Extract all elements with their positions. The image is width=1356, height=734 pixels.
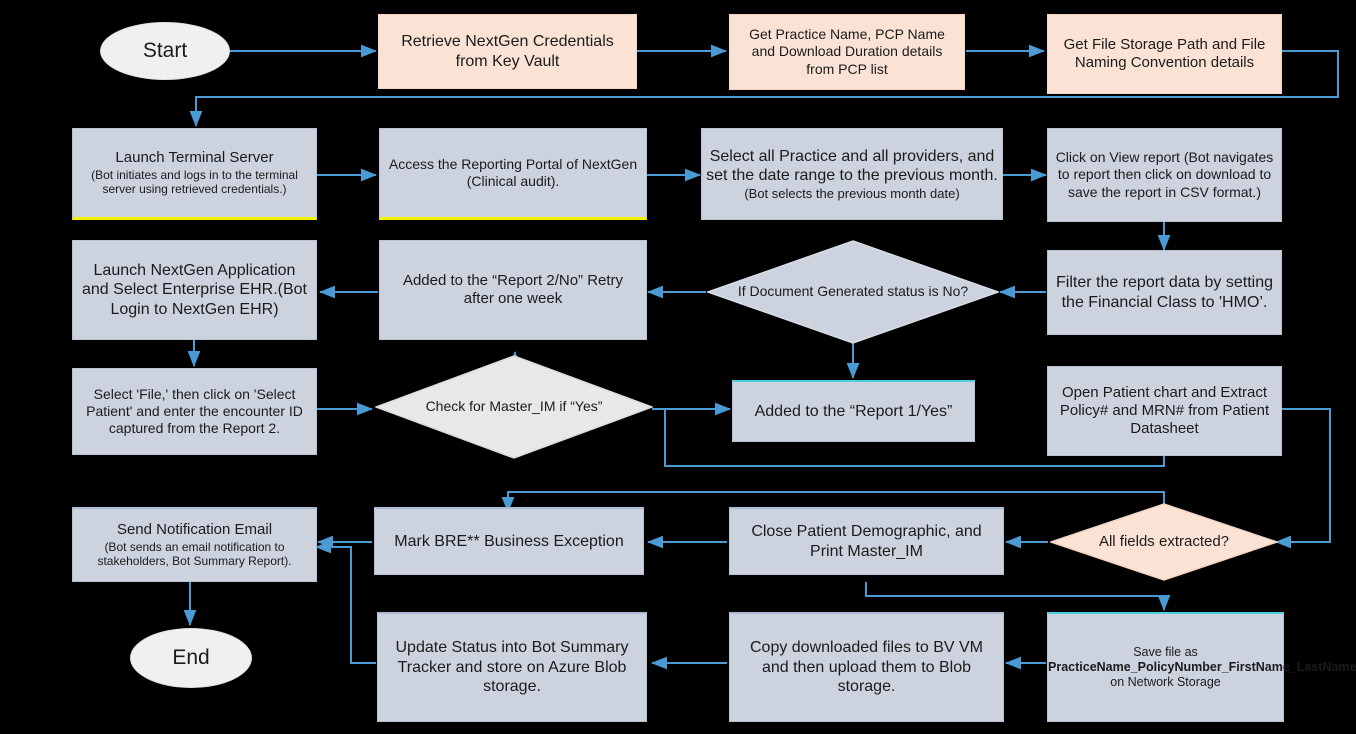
node-close-patient-demographic-label: Close Patient Demographic, and Print Mas… [751,522,982,560]
node-report2-no-retry[interactable]: Added to the “Report 2/No” Retry after o… [379,240,647,340]
node-send-notification-email-title: Send Notification Email [116,521,273,539]
node-mark-bre-label: Mark BRE** Business Exception [394,532,624,550]
node-access-reporting-portal[interactable]: Access the Reporting Portal of NextGen (… [379,128,647,220]
node-launch-nextgen-app-label: Launch NextGen Application and Select En… [82,261,307,318]
node-mark-bre[interactable]: Mark BRE** Business Exception [374,507,644,575]
link-updatestatus-to-email [315,540,376,664]
node-send-notification-email-note: (Bot sends an email notification to stak… [97,539,292,569]
node-save-file-as[interactable]: Save file as PracticeName_PolicyNumber_F… [1047,612,1356,722]
node-copy-downloaded-files-label: Copy downloaded files to BV VM and then … [749,639,983,696]
node-end-label: End [172,646,210,670]
node-filter-report[interactable]: Filter the report data by setting the Fi… [1047,250,1282,335]
node-open-patient-chart[interactable]: Open Patient chart and Extract Policy# a… [1047,366,1282,456]
node-select-file-patient-label: Select 'File,' then click on 'Select Pat… [86,385,303,437]
node-save-file-as-suffix: on Network Storage [1110,675,1221,690]
node-close-patient-demographic[interactable]: Close Patient Demographic, and Print Mas… [729,507,1004,575]
node-send-notification-email[interactable]: Send Notification Email (Bot sends an em… [72,507,317,582]
node-report1-yes-label: Added to the “Report 1/Yes” [754,402,953,420]
node-click-view-report-label: Click on View report (Bot navigates to r… [1055,149,1274,200]
node-launch-terminal-server-title: Launch Terminal Server [115,149,274,167]
node-check-master-im[interactable]: Check for Master_IM if “Yes” [373,355,655,459]
node-open-patient-chart-label: Open Patient chart and Extract Policy# a… [1059,383,1270,438]
node-retrieve-credentials[interactable]: Retrieve NextGen Credentials from Key Va… [378,14,637,89]
node-launch-terminal-server-note: (Bot initiates and logs in to the termin… [91,167,298,197]
node-start-label: Start [142,39,188,63]
node-select-practice[interactable]: Select all Practice and all providers, a… [701,128,1003,220]
node-retrieve-credentials-label: Retrieve NextGen Credentials from Key Va… [401,32,614,70]
node-launch-terminal-server[interactable]: Launch Terminal Server (Bot initiates an… [72,128,317,220]
node-doc-generated-decision-label: If Document Generated status is No? [737,283,969,300]
node-get-file-storage-label: Get File Storage Path and File Naming Co… [1063,35,1266,71]
node-access-reporting-portal-label: Access the Reporting Portal of NextGen (… [388,155,638,189]
node-update-status-tracker-label: Update Status into Bot Summary Tracker a… [395,639,629,696]
node-select-practice-title: Select all Practice and all providers, a… [706,147,998,185]
node-filter-report-label: Filter the report data by setting the Fi… [1056,273,1273,311]
node-check-master-im-label: Check for Master_IM if “Yes” [425,398,603,415]
node-end[interactable]: End [130,628,252,688]
node-update-status-tracker[interactable]: Update Status into Bot Summary Tracker a… [377,612,647,722]
node-get-practice-name[interactable]: Get Practice Name, PCP Name and Download… [729,14,965,90]
node-doc-generated-decision[interactable]: If Document Generated status is No? [705,240,1001,344]
node-save-file-as-text: Save file as PracticeName_PolicyNumber_F… [1042,644,1356,691]
decision-shape [373,355,655,459]
node-start[interactable]: Start [100,22,230,80]
node-all-fields-extracted[interactable]: All fields extracted? [1048,503,1280,581]
node-report2-no-retry-label: Added to the “Report 2/No” Retry after o… [402,271,624,307]
decision-shape [705,240,1001,344]
link-allfields-no-to-markbre [501,491,1165,513]
link-close-to-savefile [865,582,1171,611]
node-report1-yes[interactable]: Added to the “Report 1/Yes” [732,380,975,442]
link-openchart-to-allfields [1275,408,1331,549]
node-click-view-report[interactable]: Click on View report (Bot navigates to r… [1047,128,1282,222]
node-get-file-storage[interactable]: Get File Storage Path and File Naming Co… [1047,14,1282,94]
node-save-file-as-prefix: Save file as [1133,644,1198,659]
node-all-fields-extracted-label: All fields extracted? [1098,532,1230,550]
node-select-file-patient[interactable]: Select 'File,' then click on 'Select Pat… [72,368,317,455]
node-copy-downloaded-files[interactable]: Copy downloaded files to BV VM and then … [729,612,1004,722]
node-get-practice-name-label: Get Practice Name, PCP Name and Download… [749,26,945,77]
node-select-practice-note: (Bot selects the previous month date) [744,185,960,201]
node-save-file-as-filename: PracticeName_PolicyNumber_FirstName_Last… [1048,659,1356,674]
node-launch-nextgen-app[interactable]: Launch NextGen Application and Select En… [72,240,317,340]
link-filestorage-to-terminal [189,50,1339,127]
decision-shape [1048,503,1280,581]
